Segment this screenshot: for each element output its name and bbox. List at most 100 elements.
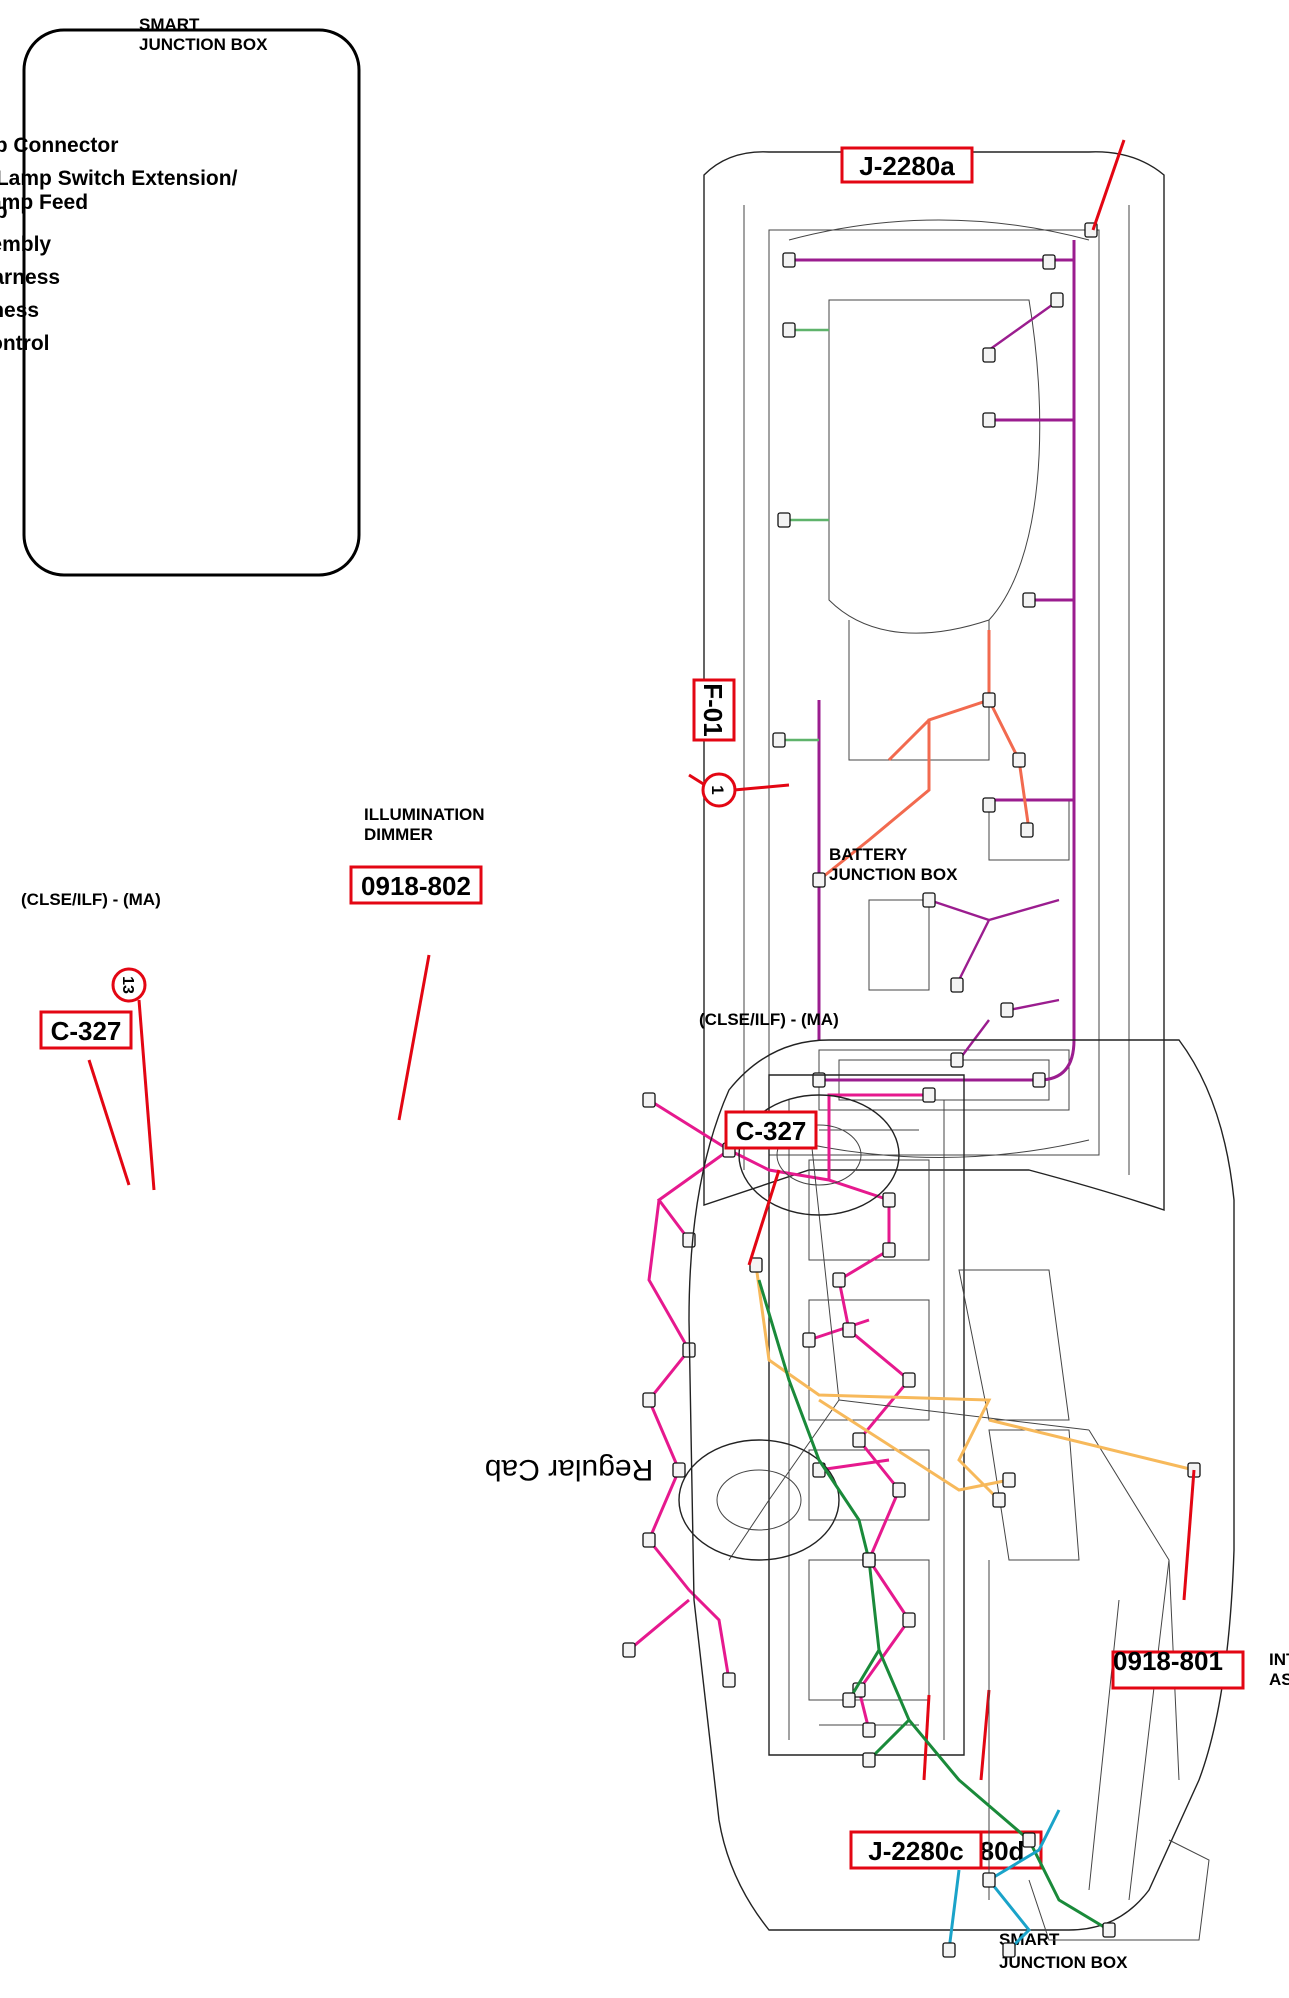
legend-label: Battery Harness [0,266,60,289]
dash-harness-branches [928,299,1060,1061]
rear-lamp-trace [757,1279,1110,1932]
truck-c327-note: (CLSE/ILF) - (MA) [699,1010,839,1029]
harness-connector [842,1322,856,1338]
callout-13-circle [111,967,147,1003]
intake [848,620,990,761]
harness-connector [832,1272,846,1288]
harness-connector [1102,1922,1116,1938]
front-wheel [738,1094,900,1216]
callout-1-text: 1 [708,785,727,794]
smart-box-caption-2: JUNCTION BOX [139,35,268,54]
harness-connector [982,797,996,813]
harness-connector [772,732,786,748]
dash-c327-note: (CLSE/ILF) - (MA) [21,890,161,909]
battery-caption-1: BATTERY [829,845,908,864]
legend-label: Dash Harness [0,299,39,322]
dash-cavities [808,1159,930,1701]
harness-connector [1002,1942,1016,1958]
harness-connector [982,1872,996,1888]
dimmer-box [349,865,483,905]
callout-13-leader [137,999,156,1191]
harness-connector [1022,592,1036,608]
tailgate [1028,1839,1210,1941]
harness-connector [982,692,996,708]
j2280c-code: J-2280c [868,1836,963,1866]
legend-label: Main Assembly [0,233,51,256]
harness-connector [862,1722,876,1738]
dimmer-caption-1: ILLUMINATION [364,805,485,824]
harness-connector [842,1692,856,1708]
truck-body-outline [688,1039,1235,1931]
legend-label: Rear Lamp Connector [0,134,118,157]
harness-connector [672,1462,686,1478]
truck-view: Regular Cab C-327 (CLSE/ILF) - (MA) 0918… [485,1010,1289,1958]
harness-connector [777,512,791,528]
harness-connector [642,1092,656,1108]
legend-label: Courtesy Lamp Switch Extension/ [0,167,238,190]
legend: Engine Control Dash Harness Battery Harnes… [0,28,361,577]
legend-frame [22,28,361,577]
harness-connector [922,892,936,908]
harness-connector [852,1432,866,1448]
legend-label: Engine Control [0,332,50,355]
dash-c327-box [39,1010,133,1050]
j2280a-code: J-2280a [859,151,955,181]
harness-connector [862,1552,876,1568]
cab-windows [958,1269,1080,1561]
harness-connector [1050,292,1064,308]
harness-connector [902,1372,916,1388]
engine-control-trace [779,328,829,742]
harness-connector [942,1942,956,1958]
harness-connector [782,252,796,268]
map-lamp-leader [1182,1469,1196,1601]
map-lamp-box [1111,1650,1245,1690]
callout-13-text: 13 [119,976,136,994]
harness-connector [622,1642,636,1658]
harness-connector [812,1072,826,1088]
courtesy-lamp-trace [754,1264,1195,1502]
j2280c-box [849,1830,983,1870]
harness-connector [642,1532,656,1548]
harness-connector [982,347,996,363]
truck-c327-leader [747,1169,781,1266]
f01-code: F-01 [698,683,728,736]
engine-bay-outline [703,151,1165,1211]
engine-block [828,299,1041,634]
smart-caption-2: JUNCTION BOX [999,1953,1128,1972]
harness-connector [922,1087,936,1103]
harness-connector [642,1392,656,1408]
regular-cab-title: Regular Cab [485,1453,653,1486]
rear-wheel-hub [716,1469,802,1531]
dash-view: J-2280d J-2280c SMART JUNCTION BOX 0918-… [21,805,1128,1972]
legend-label-continued: Interior Lamp Feed [0,191,88,214]
harness-connector [902,1612,916,1628]
harness-connector [1022,1832,1036,1848]
callout-1-leader [733,783,790,792]
j2280d-leader [979,1689,991,1781]
harness-connector [1020,822,1034,838]
harness-connector [1042,254,1056,270]
harness-connector [1002,1472,1016,1488]
j2280a-box [840,146,974,184]
bed-lines [988,1559,1170,1901]
harness-connector [1012,752,1026,768]
harness-connector [1032,1072,1046,1088]
dash-edges [788,1100,945,1740]
harness-connector [992,1492,1006,1508]
harness-connector [982,412,996,428]
harness-connector [950,977,964,993]
fender-edges [743,205,1130,1175]
dimmer-caption-2: DIMMER [364,825,433,844]
harness-connector [862,1752,876,1768]
dimmer-code: 0918-802 [361,871,471,901]
dash-c327-leader [87,1059,131,1186]
front-wheel-hub [776,1124,862,1186]
radiator [818,1049,1070,1111]
map-caption-1: INTERIOR/MAP LAMPS [1269,1650,1289,1669]
battery-harness-trace [818,630,1031,882]
harness-connector [882,1192,896,1208]
harness-connector [722,1672,736,1688]
